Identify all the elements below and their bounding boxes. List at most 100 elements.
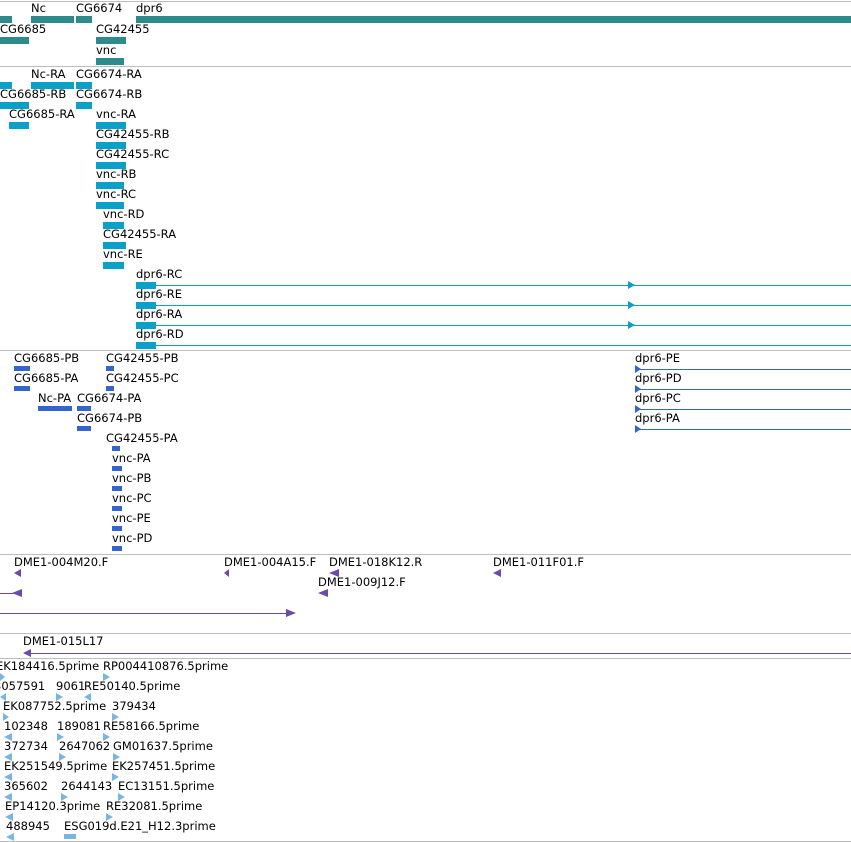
transcript-label[interactable]: vnc-RB: [96, 167, 137, 181]
gene-label-nc[interactable]: Nc: [31, 1, 46, 15]
gene-label-dpr6[interactable]: dpr6: [136, 1, 163, 15]
protein-label[interactable]: CG42455-PA: [106, 431, 178, 445]
transcript-feature[interactable]: [103, 222, 124, 229]
clone-label[interactable]: DME1-004A15.F: [224, 555, 317, 569]
transcript-label[interactable]: vnc-RA: [96, 107, 136, 121]
est-label[interactable]: RE32081.5prime: [106, 799, 203, 813]
gene-cg42455[interactable]: [96, 37, 126, 44]
protein-feature[interactable]: [112, 526, 122, 531]
transcript-feature[interactable]: [9, 122, 29, 129]
transcript-feature[interactable]: [76, 82, 92, 89]
est-label[interactable]: EK087752.5prime: [3, 699, 107, 713]
protein-label[interactable]: CG6685-PB: [14, 351, 80, 365]
protein-label[interactable]: CG6685-PA: [14, 371, 79, 385]
est-label[interactable]: 2644143: [61, 779, 113, 793]
est-label[interactable]: RE50140.5prime: [84, 679, 181, 693]
est-label[interactable]: RE58166.5prime: [103, 719, 200, 733]
est-label[interactable]: 189081: [57, 719, 101, 733]
protein-label[interactable]: CG42455-PB: [106, 351, 179, 365]
protein-label[interactable]: vnc-PA: [112, 451, 151, 465]
protein-feature[interactable]: [14, 386, 30, 391]
protein-label[interactable]: vnc-PD: [112, 531, 153, 545]
transcript-label[interactable]: Nc-RA: [31, 67, 66, 81]
transcript-feature[interactable]: [136, 282, 156, 289]
transcript-feature[interactable]: [96, 182, 124, 189]
est-label[interactable]: 9061: [56, 679, 86, 693]
protein-label[interactable]: vnc-PC: [112, 491, 152, 505]
transcript-feature[interactable]: [136, 342, 156, 349]
clone-label[interactable]: DME1-011F01.F: [493, 555, 584, 569]
protein-feature[interactable]: [112, 466, 122, 471]
protein-feature[interactable]: [112, 506, 122, 511]
protein-feature[interactable]: [77, 426, 91, 431]
transcript-label[interactable]: CG42455-RB: [96, 127, 170, 141]
protein-feature[interactable]: [112, 446, 120, 451]
protein-feature[interactable]: [106, 386, 114, 391]
est-label[interactable]: 372734: [4, 739, 48, 753]
protein-feature[interactable]: [112, 486, 122, 491]
protein-feature[interactable]: [38, 406, 72, 411]
est-feature[interactable]: [64, 834, 76, 839]
est-label[interactable]: EP14120.3prime: [5, 799, 101, 813]
est-label[interactable]: EC13151.5prime: [118, 779, 215, 793]
clone-label[interactable]: DME1-009J12.F: [318, 575, 406, 589]
transcript-feature[interactable]: [136, 322, 156, 329]
clone-span-label[interactable]: DME1-015L17: [23, 634, 104, 648]
gene-label-cg42455[interactable]: CG42455: [96, 22, 150, 36]
protein-feature[interactable]: [77, 406, 91, 411]
protein-label[interactable]: dpr6-PC: [635, 391, 681, 405]
transcript-feature[interactable]: [96, 202, 124, 209]
clone-label[interactable]: DME1-004M20.F: [14, 555, 109, 569]
transcript-label[interactable]: dpr6-RD: [136, 327, 184, 341]
transcript-feature[interactable]: [96, 122, 126, 129]
est-label[interactable]: 365602: [4, 779, 48, 793]
protein-label[interactable]: CG6674-PB: [77, 411, 143, 425]
est-label[interactable]: 3057591: [0, 679, 46, 693]
transcript-label[interactable]: CG42455-RC: [96, 147, 170, 161]
gene-label-cg6674[interactable]: CG6674: [76, 1, 123, 15]
est-label[interactable]: 2647062: [59, 739, 111, 753]
transcript-label[interactable]: dpr6-RE: [136, 287, 183, 301]
protein-label[interactable]: CG42455-PC: [106, 371, 179, 385]
protein-feature[interactable]: [106, 366, 114, 371]
est-label[interactable]: EK184416.5prime: [0, 659, 100, 673]
protein-label[interactable]: vnc-PB: [112, 471, 152, 485]
est-label[interactable]: EK257451.5prime: [112, 759, 216, 773]
gene-cg6685[interactable]: [0, 37, 29, 44]
transcript-label[interactable]: vnc-RC: [96, 187, 137, 201]
protein-label[interactable]: dpr6-PA: [635, 411, 680, 425]
clone-label[interactable]: DME1-018K12.R: [329, 555, 423, 569]
transcript-feature[interactable]: [96, 142, 126, 149]
transcript-label[interactable]: CG6685-RA: [9, 107, 75, 121]
est-label[interactable]: GM01637.5prime: [113, 739, 213, 753]
transcript-label[interactable]: CG6674-RA: [76, 67, 142, 81]
gene-label-vnc[interactable]: vnc: [96, 43, 117, 57]
transcript-label[interactable]: vnc-RD: [103, 207, 145, 221]
est-label[interactable]: RP004410876.5prime: [103, 659, 229, 673]
transcript-label[interactable]: CG6674-RB: [76, 87, 143, 101]
transcript-label[interactable]: vnc-RE: [103, 247, 143, 261]
transcript-label[interactable]: CG42455-RA: [103, 227, 177, 241]
transcript-feature[interactable]: [31, 82, 74, 89]
est-label[interactable]: EK251549.5prime: [4, 759, 108, 773]
transcript-label[interactable]: CG6685-RB: [0, 87, 67, 101]
transcript-label[interactable]: dpr6-RA: [136, 307, 183, 321]
transcript-feature[interactable]: [0, 82, 12, 89]
protein-label[interactable]: Nc-PA: [38, 391, 72, 405]
protein-label[interactable]: dpr6-PD: [635, 371, 682, 385]
gene-nc[interactable]: [31, 16, 74, 23]
transcript-feature[interactable]: [76, 102, 92, 109]
gene-cg6674[interactable]: [76, 16, 92, 23]
protein-label[interactable]: dpr6-PE: [635, 351, 680, 365]
transcript-feature[interactable]: [96, 162, 126, 169]
gene-label-cg6685[interactable]: CG6685: [0, 22, 47, 36]
transcript-label[interactable]: dpr6-RC: [136, 267, 183, 281]
est-label[interactable]: 379434: [112, 699, 156, 713]
protein-label[interactable]: vnc-PE: [112, 511, 151, 525]
transcript-feature[interactable]: [136, 302, 156, 309]
transcript-feature[interactable]: [103, 262, 124, 269]
transcript-feature[interactable]: [0, 102, 29, 109]
est-label[interactable]: 102348: [4, 719, 48, 733]
gene-vnc[interactable]: [96, 58, 124, 65]
gene-dpr6[interactable]: [136, 16, 851, 23]
